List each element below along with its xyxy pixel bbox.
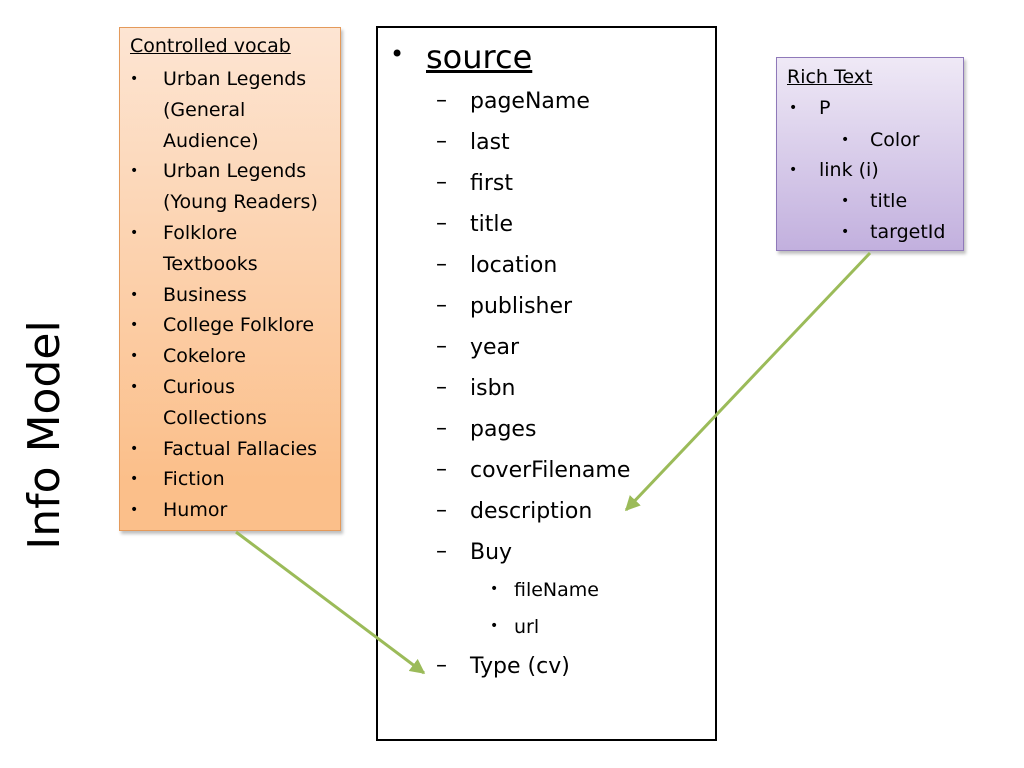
rich-text-box: Rich Text • P • Color • link (i) • title… — [776, 57, 964, 251]
bullet-icon: • — [130, 225, 139, 241]
rich-text-p: P — [819, 97, 831, 119]
controlled-vocab-item: Fiction — [163, 468, 225, 491]
buy-subfield-url: url — [514, 616, 540, 638]
source-field: Buy — [470, 540, 513, 565]
controlled-vocab-item: Curious — [163, 376, 235, 398]
bullet-icon: • — [841, 193, 850, 209]
bullet-icon: • — [130, 317, 139, 334]
controlled-vocab-item: Folklore — [163, 222, 238, 244]
controlled-vocab-item: Collections — [163, 406, 267, 429]
source-field: isbn — [470, 376, 516, 401]
source-field: description — [470, 499, 593, 524]
bullet-icon: • — [130, 379, 139, 395]
cv-to-type-arrow — [235, 530, 426, 675]
rich-text-link-targetid: targetId — [870, 221, 946, 243]
source-field: first — [470, 171, 513, 196]
bullet-icon: • — [841, 132, 850, 148]
dash-icon: – — [436, 416, 447, 441]
source-field: location — [470, 253, 558, 278]
dash-icon: – — [436, 539, 447, 564]
bullet-icon: • — [130, 348, 139, 365]
bullet-icon: • — [789, 162, 798, 178]
bullet-icon: • — [390, 40, 405, 68]
dash-icon: – — [436, 129, 447, 154]
controlled-vocab-item: College Folklore — [163, 314, 315, 337]
controlled-vocab-item: Humor — [163, 499, 228, 522]
bullet-icon: • — [130, 471, 139, 488]
bullet-icon: • — [130, 502, 139, 519]
source-field: pages — [470, 417, 537, 442]
bullet-icon: • — [490, 618, 499, 634]
controlled-vocab-item: Factual Fallacies — [163, 437, 318, 460]
rich-text-p-color: Color — [870, 129, 920, 151]
source-heading: source — [426, 38, 533, 76]
bullet-icon: • — [130, 163, 139, 180]
bullet-icon: • — [490, 581, 499, 597]
source-box: • source –pageName–last–first–title–loca… — [376, 26, 717, 741]
dash-icon: – — [436, 293, 447, 318]
bullet-icon: • — [130, 71, 139, 87]
controlled-vocab-item: (Young Readers) — [163, 191, 318, 214]
dash-icon: – — [436, 375, 447, 400]
bullet-icon: • — [130, 286, 139, 303]
richtext-to-description-arrow — [624, 251, 872, 512]
controlled-vocab-item: (General — [163, 98, 246, 121]
source-field: publisher — [470, 294, 573, 319]
controlled-vocab-item: Urban Legends — [163, 68, 307, 90]
source-field: title — [470, 212, 514, 237]
rich-text-link-title: title — [870, 190, 908, 212]
rich-text-link: link (i) — [819, 159, 879, 181]
dash-icon: – — [436, 252, 447, 277]
dash-icon: – — [436, 88, 447, 113]
source-field: coverFilename — [470, 458, 631, 483]
controlled-vocab-item: Textbooks — [163, 252, 258, 275]
controlled-vocab-item: Audience) — [163, 129, 259, 152]
dash-icon: – — [436, 334, 447, 359]
dash-icon: – — [436, 170, 447, 195]
controlled-vocab-heading: Controlled vocab — [130, 35, 291, 57]
dash-icon: – — [436, 457, 447, 482]
dash-icon: – — [436, 653, 447, 678]
source-field: pageName — [470, 89, 590, 114]
controlled-vocab-item: Urban Legends — [163, 160, 307, 183]
dash-icon: – — [436, 498, 447, 523]
controlled-vocab-item: Business — [163, 283, 247, 306]
rich-text-heading: Rich Text — [787, 66, 873, 88]
dash-icon: – — [436, 211, 447, 236]
controlled-vocab-item: Cokelore — [163, 345, 246, 368]
buy-subfield-filename: fileName — [514, 579, 599, 601]
source-field-type: Type (cv) — [470, 654, 570, 679]
bullet-icon: • — [841, 224, 850, 240]
bullet-icon: • — [130, 440, 139, 457]
source-field: year — [470, 335, 520, 360]
bullet-icon: • — [789, 100, 798, 116]
source-field: last — [470, 130, 510, 155]
